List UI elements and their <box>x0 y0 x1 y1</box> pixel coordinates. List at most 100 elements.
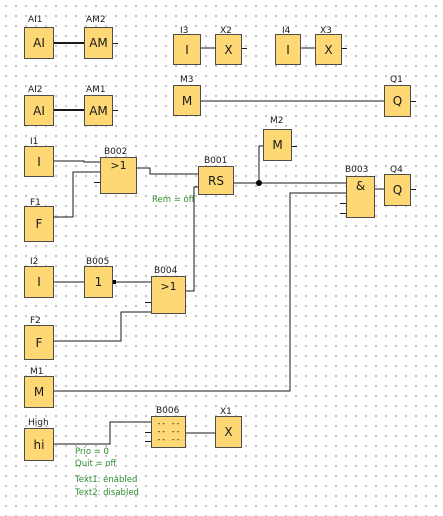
b005-symbol: 1 <box>94 275 103 289</box>
b006-symbol-line-3: -- -- <box>156 435 181 444</box>
wire-m1-b003 <box>54 192 346 392</box>
wire-b004-b001 <box>186 186 198 292</box>
pin-b002-in3 <box>94 182 100 183</box>
ai1-symbol: AI <box>33 36 45 50</box>
b002-block[interactable]: >1 <box>100 157 137 194</box>
am1-symbol: AM <box>89 103 108 118</box>
b003-symbol: & <box>355 179 366 193</box>
x2-symbol: X <box>224 42 233 57</box>
pin-b006-in2 <box>145 432 151 433</box>
wire-high-b006 <box>54 421 151 445</box>
m1-block[interactable]: M <box>24 376 54 408</box>
f2-symbol: F <box>35 335 43 350</box>
q4-block[interactable]: Q <box>384 174 411 206</box>
m1-symbol: M <box>33 385 45 399</box>
wire-branch-m2 <box>258 145 263 183</box>
negation-marker <box>112 280 116 284</box>
m3-symbol: M <box>181 93 193 108</box>
b006-param-text1: Text1: enabled <box>75 475 138 485</box>
i3-block[interactable]: I <box>173 34 201 65</box>
high-block[interactable]: hi <box>24 428 54 461</box>
am1-label: AM1 <box>86 85 106 95</box>
b004-block[interactable]: >1 <box>151 276 186 314</box>
q1-label: Q1 <box>390 75 403 85</box>
q4-symbol: Q <box>392 183 403 197</box>
i4-block[interactable]: I <box>275 34 301 65</box>
q1-symbol: Q <box>392 94 403 108</box>
ai2-label: AI2 <box>28 85 43 95</box>
pin-b006-in3 <box>145 441 151 442</box>
i3-symbol: I <box>185 42 189 57</box>
wire-f1-b002 <box>54 171 100 218</box>
i1-symbol: I <box>37 154 41 169</box>
pin-q4-out <box>410 189 416 190</box>
am2-label: AM2 <box>86 15 106 25</box>
b006-symbol-line-1: -- -- <box>156 419 181 428</box>
b006-symbol-line-2: -- -- <box>156 427 181 436</box>
pin-am1-out <box>112 110 118 111</box>
i3-label: I3 <box>180 26 189 36</box>
ai1-block[interactable]: AI <box>24 27 54 59</box>
pin-x2-out <box>241 48 247 49</box>
m2-symbol: M <box>272 138 283 152</box>
wire-b002-b001 <box>136 167 198 175</box>
pin-b003-in4 <box>340 213 346 214</box>
b005-block[interactable]: 1 <box>84 266 113 298</box>
x3-symbol: X <box>324 42 333 57</box>
x1-block[interactable]: X <box>215 416 242 448</box>
b006-label: B006 <box>156 406 180 416</box>
m3-label: M3 <box>180 75 194 85</box>
b003-label: B003 <box>345 165 369 175</box>
x3-block[interactable]: X <box>315 34 342 65</box>
b001-symbol: RS <box>208 173 224 188</box>
b006-param-text2: Text2: disabled <box>75 488 139 498</box>
b001-label: B001 <box>204 156 228 166</box>
i2-label: I2 <box>30 257 39 267</box>
x3-label: X3 <box>320 26 332 36</box>
pin-q1-out <box>410 101 416 102</box>
b004-label: B004 <box>154 266 178 276</box>
f1-symbol: F <box>35 217 43 231</box>
b006-param-quit: Quit = off <box>75 459 117 469</box>
x1-label: X1 <box>220 407 232 417</box>
i2-symbol: I <box>37 275 41 289</box>
ai2-block[interactable]: AI <box>24 95 54 126</box>
pin-b003-in3 <box>340 203 346 204</box>
b006-block[interactable]: -- -- -- -- -- -- <box>151 416 186 448</box>
x2-block[interactable]: X <box>215 34 242 65</box>
high-symbol: hi <box>33 437 45 452</box>
i2-block[interactable]: I <box>24 266 54 298</box>
m3-block[interactable]: M <box>173 85 201 116</box>
b004-symbol: >1 <box>160 280 177 293</box>
pin-b004-in3 <box>145 302 151 303</box>
i4-symbol: I <box>286 42 290 57</box>
am1-block[interactable]: AM <box>84 95 113 126</box>
b003-block[interactable]: & <box>346 176 375 218</box>
branch-junction-dot <box>256 180 262 186</box>
ai2-symbol: AI <box>33 103 45 118</box>
am2-symbol: AM <box>89 36 108 50</box>
pin-m2-out <box>291 146 297 147</box>
x2-label: X2 <box>220 26 232 36</box>
pin-x3-out <box>341 48 347 49</box>
b001-rem-param: Rem = off <box>152 195 195 205</box>
i1-block[interactable]: I <box>24 146 54 177</box>
f1-label: F1 <box>30 198 41 208</box>
m2-block[interactable]: M <box>263 129 292 161</box>
q1-block[interactable]: Q <box>384 85 411 117</box>
q4-label: Q4 <box>390 165 403 175</box>
b002-symbol: >1 <box>110 159 127 172</box>
f1-block[interactable]: F <box>24 206 54 242</box>
m1-label: M1 <box>30 367 44 377</box>
i4-label: I4 <box>282 26 291 36</box>
ai1-label: AI1 <box>28 15 43 25</box>
b005-label: B005 <box>86 257 110 267</box>
am2-block[interactable]: AM <box>84 27 113 59</box>
wire-i1-b002 <box>54 160 100 163</box>
x1-symbol: X <box>224 425 233 439</box>
f2-block[interactable]: F <box>24 325 54 360</box>
b001-block[interactable]: RS <box>198 166 234 195</box>
b006-param-prio: Prio = 0 <box>75 447 109 457</box>
